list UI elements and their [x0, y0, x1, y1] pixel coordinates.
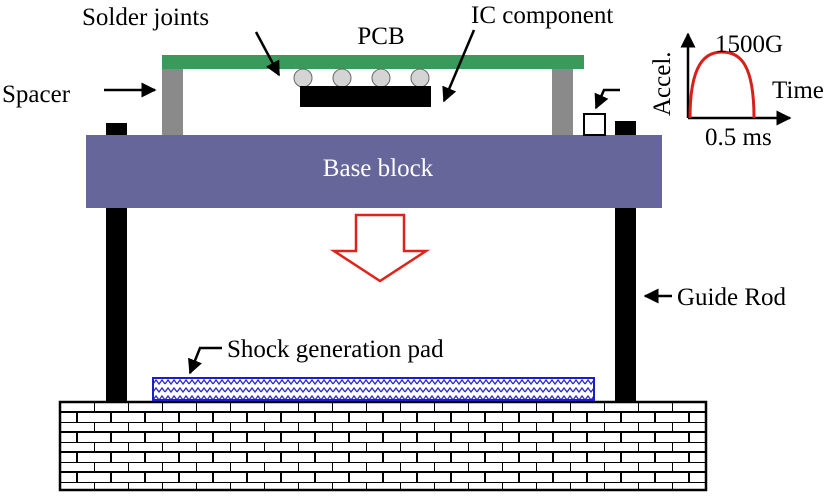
pulse-y-axis-label: Accel.	[649, 51, 676, 116]
base-block	[86, 135, 662, 208]
accelerometer-sensor	[583, 113, 606, 136]
guide-rod-label: Guide Rod	[677, 284, 787, 311]
solder-joints	[293, 68, 430, 88]
solder-joints-arrow	[254, 31, 281, 77]
velocity-arrow	[329, 213, 431, 283]
ic-component-arrow	[442, 29, 476, 103]
ic-component-label: IC component	[471, 2, 613, 29]
pulse-duration-label: 0.5 ms	[705, 124, 772, 151]
shock-generation-pad	[152, 377, 595, 401]
pcb-label: PCB	[357, 23, 404, 50]
shock-pad-label: Shock generation pad	[227, 336, 444, 363]
spacer-left	[162, 68, 183, 135]
leader-arrows	[104, 29, 672, 375]
spacer-right	[552, 68, 573, 135]
half-sine-pulse	[688, 50, 756, 119]
pcb-board	[162, 55, 584, 69]
base-block-label: Base block	[323, 155, 434, 182]
pulse-x-axis-label: Time	[772, 77, 824, 104]
solder-joints-label: Solder joints	[82, 4, 209, 31]
shock-pad-arrow	[188, 346, 222, 375]
pulse-peak-label: 1500G	[715, 31, 783, 58]
pulse-inset: 1500G Accel. Time 0.5 ms	[649, 31, 824, 151]
accelerometer-arrow	[594, 88, 620, 110]
ic-component	[300, 86, 431, 107]
brick-floor	[58, 400, 708, 492]
spacer-label: Spacer	[2, 81, 71, 108]
